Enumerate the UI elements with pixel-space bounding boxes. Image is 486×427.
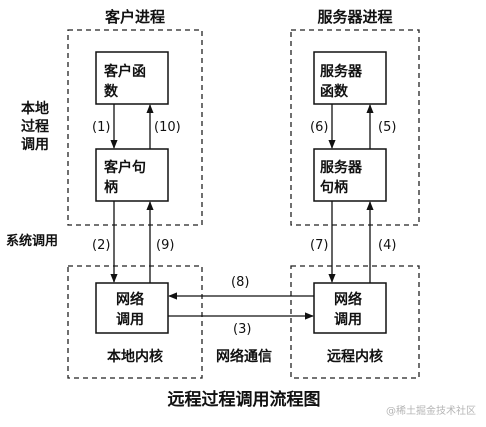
remote-kernel-label: 远程内核 bbox=[327, 348, 383, 365]
server-network-text-2: 调用 bbox=[334, 312, 362, 328]
step-label-8: (8) bbox=[231, 275, 249, 290]
server-network-text-1: 网络 bbox=[334, 291, 362, 308]
step-label-2: (2) bbox=[92, 238, 110, 253]
local-call-label-2: 过程 bbox=[21, 118, 49, 135]
server-function-text-1: 服务器 bbox=[320, 63, 363, 80]
client-process-region bbox=[67, 29, 203, 226]
diagram-caption: 远程过程调用流程图 bbox=[168, 389, 321, 410]
client-network-text-1: 网络 bbox=[116, 291, 144, 308]
step-label-6: (6) bbox=[310, 120, 328, 135]
client-function-box bbox=[95, 51, 169, 105]
watermark: @稀土掘金技术社区 bbox=[386, 406, 476, 417]
client-function-text-1: 客户函 bbox=[103, 63, 146, 80]
step-label-1: (1) bbox=[92, 120, 110, 135]
step-label-7: (7) bbox=[310, 238, 328, 253]
step-label-4: (4) bbox=[378, 238, 396, 253]
server-function-text-2: 函数 bbox=[320, 83, 349, 100]
local-call-label-3: 调用 bbox=[21, 137, 49, 153]
server-process-label: 服务器进程 bbox=[317, 8, 392, 26]
local-kernel-region bbox=[67, 265, 203, 379]
system-call-label: 系统调用 bbox=[6, 233, 58, 249]
step-label-10: (10) bbox=[154, 120, 181, 135]
client-handle-text-1: 客户句 bbox=[103, 159, 146, 176]
server-handle-text-1: 服务器 bbox=[320, 159, 363, 176]
client-network-box bbox=[95, 282, 169, 334]
server-handle-box bbox=[313, 148, 387, 202]
step-label-5: (5) bbox=[378, 120, 396, 135]
client-handle-text-2: 柄 bbox=[104, 179, 118, 196]
server-function-box bbox=[313, 51, 387, 105]
step-label-9: (9) bbox=[156, 238, 174, 253]
remote-kernel-region bbox=[290, 265, 420, 379]
step-label-3: (3) bbox=[233, 322, 251, 337]
network-comm-label: 网络通信 bbox=[216, 348, 272, 365]
server-handle-text-2: 句柄 bbox=[320, 179, 348, 196]
client-function-text-2: 数 bbox=[104, 83, 119, 100]
client-network-text-2: 调用 bbox=[116, 312, 144, 328]
client-handle-box bbox=[95, 148, 169, 202]
server-network-box bbox=[313, 282, 387, 334]
client-process-label: 客户进程 bbox=[104, 8, 165, 26]
local-kernel-label: 本地内核 bbox=[107, 348, 163, 365]
local-call-label-1: 本地 bbox=[21, 100, 49, 117]
server-process-region bbox=[290, 29, 420, 226]
